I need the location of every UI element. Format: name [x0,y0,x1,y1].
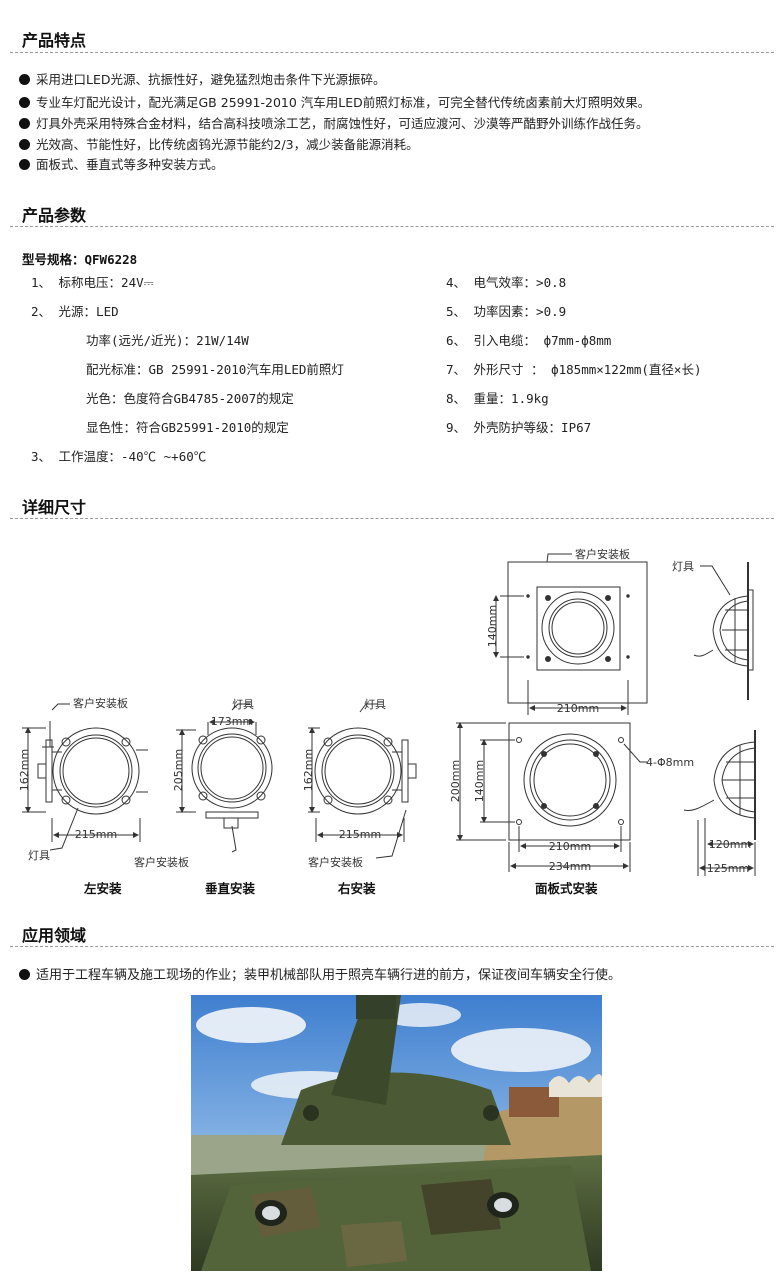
feature-item: 采用进口LED光源、抗振性好，避免猛烈炮击条件下光源振碎。 [19,72,386,88]
bullet-icon [19,159,30,170]
param-color-rendering: 显色性：符合GB25991-2010的规定 [86,420,289,435]
tank-photo [191,995,602,1271]
param-voltage: 1、 标称电压：24V⎓ [31,275,154,290]
param-ip-rating: 9、 外壳防护等级：IP67 [446,420,592,435]
label-plate-left: 客户安装板 [73,696,128,710]
bullet-icon [19,118,30,129]
caption-vertical-mount: 垂直安装 [205,881,256,896]
section-title-application: 应用领域 [22,926,87,945]
side-view-bottom [683,730,756,876]
dim-140-top: 140mm [486,605,499,647]
param-beam-standard: 配光标准：GB 25991-2010汽车用LED前照灯 [86,362,344,377]
divider [10,226,774,227]
param-temperature: 3、 工作温度：-40℃ ~+60℃ [31,449,207,464]
side-view-top [693,562,754,700]
section-title-dimensions: 详细尺寸 [22,498,87,517]
application-text: 适用于工程车辆及施工现场的作业；装甲机械部队用于照亮车辆行进的前方，保证夜间车辆… [19,968,621,984]
dim-210-panel: 210mm [549,840,591,853]
feature-item: 灯具外壳采用特殊合金材料，结合高科技喷涂工艺，耐腐蚀性好，可适应渡河、沙漠等严酷… [19,116,649,132]
dim-140-panel: 140mm [473,760,486,802]
label-lamp-left: 灯具 [28,849,50,862]
right-mount-drawing [308,703,417,859]
label-lamp-right: 灯具 [364,698,386,711]
dim-162-right: 162mm [302,749,315,791]
feature-item: 面板式、垂直式等多种安装方式。 [19,157,224,173]
dim-215-right: 215mm [339,828,381,841]
label-plate-vertical: 客户安装板 [134,855,189,869]
feature-item: 光效高、节能性好，比传统卤钨光源节能约2/3，减少装备能源消耗。 [19,137,419,153]
feature-item: 专业车灯配光设计，配光满足GB 25991-2010 汽车用LED前照灯标准，可… [19,95,650,111]
panel-top-view [493,553,648,715]
label-hole-spec: 4-Φ8mm [646,756,694,769]
param-power: 功率(远光/近光)：21W/14W [86,333,249,348]
param-cable: 6、 引入电缆： ф7mm-ф8mm [446,333,612,348]
cutout-square [536,586,621,671]
dim-234: 234mm [549,860,591,873]
label-lamp-vertical: 灯具 [232,698,254,711]
param-dimensions: 7、 外形尺寸 ： ф185mm×122mm(直径×长) [446,362,702,377]
dim-200: 200mm [449,760,462,802]
param-light-color: 光色：色度符合GB4785-2007的规定 [86,391,294,406]
label-lamp-top: 灯具 [672,560,694,573]
divider [10,946,774,947]
bullet-icon [19,969,30,980]
divider [10,52,774,53]
dim-205: 205mm [172,749,185,791]
bullet-icon [19,97,30,108]
caption-left-mount: 左安装 [84,881,122,896]
param-power-factor: 5、 功率因素：>0.9 [446,304,567,319]
left-mount-drawing [22,703,148,851]
customer-plate-outline [507,561,648,704]
bullet-icon [19,139,30,150]
vertical-mount-drawing [176,703,273,853]
dim-162-left: 162mm [18,749,31,791]
section-title-params: 产品参数 [22,206,87,225]
param-light-source: 2、 光源：LED [31,304,119,319]
dim-120: 120mm [709,838,751,851]
panel-mount-drawing [456,722,648,872]
dim-215-left: 215mm [75,828,117,841]
param-efficiency: 4、 电气效率：>0.8 [446,275,567,290]
caption-right-mount: 右安装 [338,881,376,896]
caption-panel-mount: 面板式安装 [535,881,598,896]
label-customer-plate: 客户安装板 [575,547,630,561]
bullet-icon [19,74,30,85]
dim-125: 125mm [707,862,749,875]
section-title-features: 产品特点 [22,31,87,50]
model-spec: 型号规格：QFW6228 [22,252,138,267]
dim-210-top: 210mm [557,702,599,715]
dim-173: 173mm [211,715,253,728]
dimension-drawings: 客户安装板 140mm 210mm 灯具 [18,547,756,876]
divider [10,518,774,519]
param-weight: 8、 重量：1.9kg [446,391,549,406]
label-plate-right: 客户安装板 [308,855,363,869]
